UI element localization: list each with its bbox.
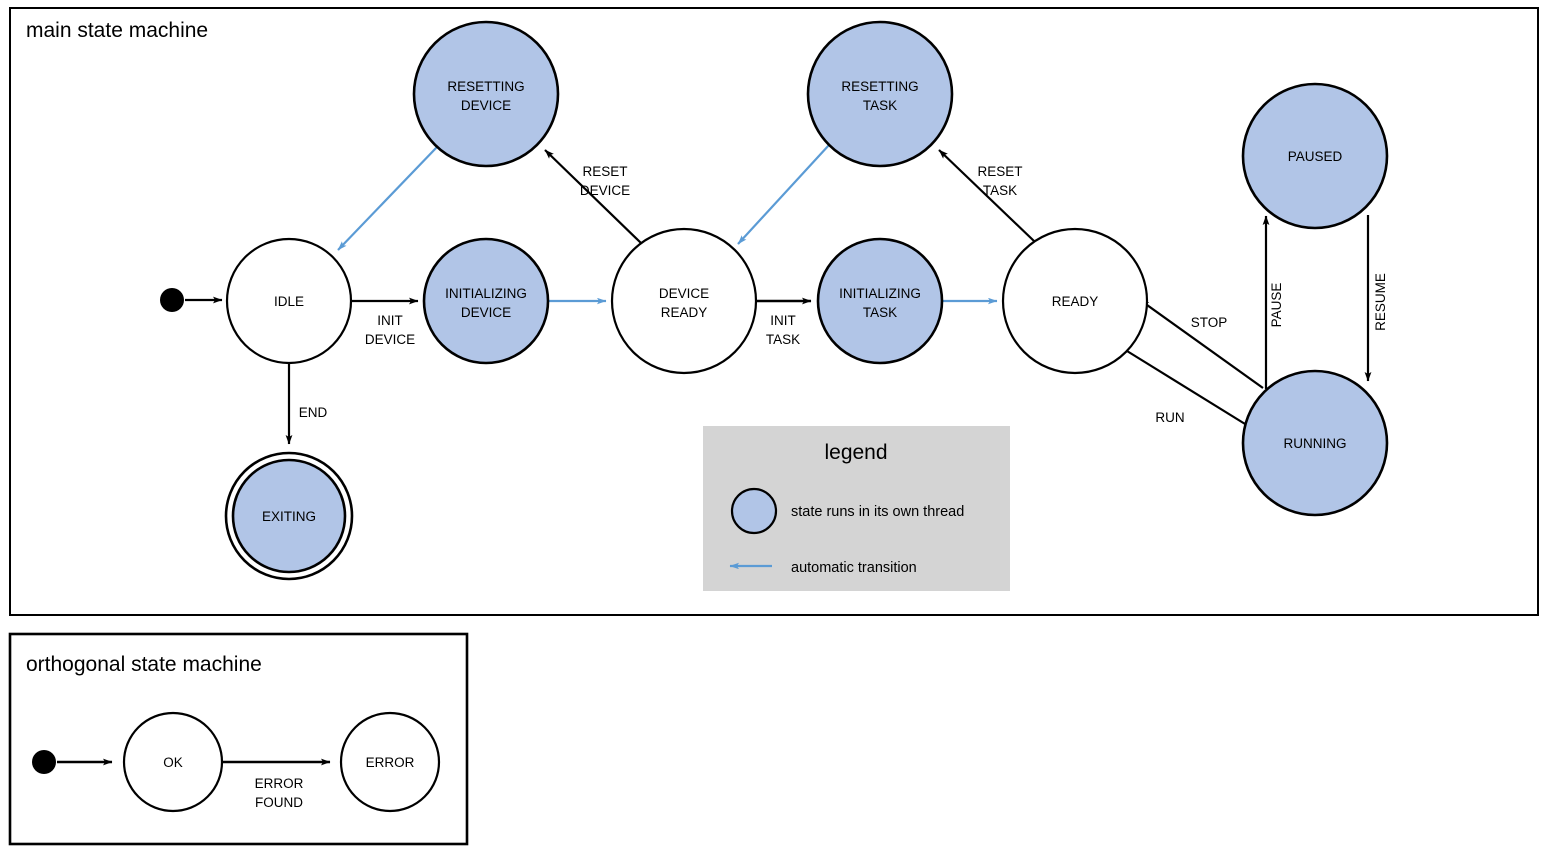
edge-label-init-task-line1: INIT — [770, 313, 796, 328]
state-initializing-task-label-line1: INITIALIZING — [839, 286, 921, 301]
state-running[interactable]: RUNNING — [1241, 369, 1389, 517]
transition-running-to-paused: PAUSE — [1262, 215, 1284, 389]
initial-state-marker — [160, 288, 184, 312]
transition-resetting-device-to-idle — [337, 146, 438, 251]
state-resetting-task[interactable]: RESETTING TASK — [806, 20, 954, 168]
state-initializing-task-label-line2: TASK — [863, 305, 897, 320]
state-resetting-task-label-line1: RESETTING — [841, 79, 918, 94]
edge-label-pause: PAUSE — [1269, 283, 1284, 328]
state-resetting-device-label-line2: DEVICE — [461, 98, 511, 113]
legend-auto-transition-text: automatic transition — [791, 560, 917, 576]
orthogonal-initial-state-marker — [32, 750, 56, 774]
legend-title: legend — [824, 441, 887, 464]
legend-threaded-state-swatch-icon — [730, 487, 778, 535]
transition-ok-to-error: ERROR FOUND — [222, 758, 331, 810]
state-resetting-task-label-line2: TASK — [863, 98, 897, 113]
edge-label-error-found-line2: FOUND — [255, 795, 303, 810]
state-device-ready-circle[interactable] — [610, 227, 758, 375]
orthogonal-frame-title: orthogonal state machine — [26, 653, 262, 676]
transition-device-ready-to-resetting-device: RESET DEVICE — [544, 149, 642, 244]
state-exiting-circle[interactable] — [231, 458, 347, 574]
edge-label-error-found-line1: ERROR — [255, 776, 304, 791]
state-initializing-device-label-line1: INITIALIZING — [445, 286, 527, 301]
orthogonal-transitions: ERROR FOUND — [57, 758, 331, 810]
state-error[interactable]: ERROR — [339, 711, 441, 813]
transition-ready-to-resetting-task: RESET TASK — [938, 149, 1035, 242]
state-running-circle[interactable] — [1241, 369, 1389, 517]
state-initializing-task[interactable]: INITIALIZING TASK — [816, 237, 944, 365]
state-ok-label: OK — [163, 755, 183, 770]
state-initializing-device[interactable]: INITIALIZING DEVICE — [422, 237, 550, 365]
state-paused-circle[interactable] — [1241, 82, 1389, 230]
main-states: IDLE RESETTING DEVICE INITIALIZING DEVIC… — [160, 20, 1389, 581]
main-transitions: INIT DEVICE RESET DEVICE INIT TASK — [185, 144, 1388, 445]
state-initializing-task-circle[interactable] — [816, 237, 944, 365]
state-paused[interactable]: PAUSED — [1241, 82, 1389, 230]
state-ready-label: READY — [1052, 294, 1099, 309]
edge-label-resume: RESUME — [1373, 273, 1388, 331]
state-device-ready-label-line2: READY — [661, 305, 708, 320]
state-paused-label: PAUSED — [1288, 149, 1343, 164]
state-initializing-device-circle[interactable] — [422, 237, 550, 365]
legend-threaded-state-text: state runs in its own thread — [791, 504, 964, 520]
state-running-label: RUNNING — [1284, 436, 1347, 451]
state-resetting-device[interactable]: RESETTING DEVICE — [412, 20, 560, 168]
transition-device-ready-to-initializing-task: INIT TASK — [757, 297, 812, 347]
edge-label-init-task-line2: TASK — [766, 332, 800, 347]
state-ready-circle[interactable] — [1001, 227, 1149, 375]
state-device-ready[interactable]: DEVICE READY — [610, 227, 758, 375]
edge-label-end: END — [299, 405, 328, 420]
orthogonal-states: OK ERROR — [32, 711, 441, 813]
state-idle[interactable]: IDLE — [225, 237, 353, 365]
main-frame-title: main state machine — [26, 19, 208, 42]
state-device-ready-label-line1: DEVICE — [659, 286, 709, 301]
state-resetting-device-circle[interactable] — [412, 20, 560, 168]
transition-ready-to-running: RUN — [1126, 350, 1259, 433]
edge-label-reset-task-line1: RESET — [977, 164, 1022, 179]
transition-running-to-ready: STOP — [1139, 299, 1264, 389]
state-error-label: ERROR — [366, 755, 415, 770]
transition-resetting-task-to-device-ready — [737, 144, 830, 245]
legend-panel: legend state runs in its own thread auto… — [703, 426, 1010, 591]
state-initializing-device-label-line2: DEVICE — [461, 305, 511, 320]
state-ok[interactable]: OK — [122, 711, 224, 813]
state-ok-circle[interactable] — [122, 711, 224, 813]
edge-label-init-device-line1: INIT — [377, 313, 403, 328]
state-exiting-label: EXITING — [262, 509, 316, 524]
state-error-circle[interactable] — [339, 711, 441, 813]
edge-label-reset-task-line2: TASK — [983, 183, 1017, 198]
transition-paused-to-running: RESUME — [1364, 215, 1388, 382]
state-ready[interactable]: READY — [1001, 227, 1149, 375]
state-exiting[interactable]: EXITING — [224, 451, 354, 581]
edge-label-reset-device-line2: DEVICE — [580, 183, 630, 198]
state-idle-label: IDLE — [274, 294, 304, 309]
state-resetting-task-circle[interactable] — [806, 20, 954, 168]
transition-idle-to-initializing-device: INIT DEVICE — [351, 297, 419, 347]
edge-label-run: RUN — [1155, 410, 1184, 425]
state-resetting-device-label-line1: RESETTING — [447, 79, 524, 94]
edge-label-reset-device-line1: RESET — [582, 164, 627, 179]
edge-label-stop: STOP — [1191, 315, 1228, 330]
edge-label-init-device-line2: DEVICE — [365, 332, 415, 347]
state-idle-circle[interactable] — [225, 237, 353, 365]
transition-idle-to-exiting: END — [285, 363, 328, 445]
